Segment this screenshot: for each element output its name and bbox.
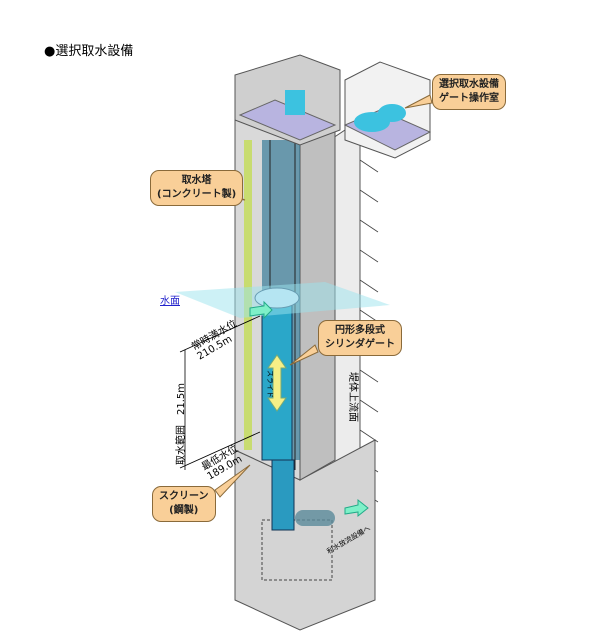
slide-arrow [267, 354, 287, 412]
callout-text: ゲート操作室 [439, 93, 499, 104]
callout-text: (鋼製) [169, 505, 199, 516]
callout-gate-room: 選択取水設備ゲート操作室 [432, 74, 506, 110]
callout-cylinder-gate: 円形多段式シリンダゲート [318, 320, 402, 356]
tower-top-deck [238, 99, 337, 141]
callout-text: スクリーン [159, 491, 209, 502]
callout-text: (コンクリート製) [157, 189, 237, 200]
intake-range-label: 取水範囲 21.5m [176, 382, 187, 465]
intake-range-dimension [179, 315, 261, 470]
callout-text: シリンダゲート [325, 339, 395, 350]
inflow-arrow [249, 300, 273, 320]
hoist-machine [285, 90, 305, 115]
water-surface-label: 水面 [160, 296, 180, 307]
page-title: ●選択取水設備 [44, 44, 134, 59]
callout-text: 選択取水設備 [439, 79, 499, 90]
callout-intake-tower: 取水塔 (コンクリート製) [150, 170, 244, 206]
outlet-pipe [295, 510, 335, 526]
dam-face-label: 堤体上流面 [347, 372, 358, 422]
callout-screen: スクリーン (鋼製) [152, 486, 216, 522]
screen-pipe [271, 459, 295, 531]
callout-text: 取水塔 [181, 175, 212, 186]
callout-text: 円形多段式 [335, 325, 385, 336]
water-surface-plane [175, 282, 390, 318]
slide-label: スライド [266, 370, 274, 398]
outflow-arrow [344, 498, 369, 518]
